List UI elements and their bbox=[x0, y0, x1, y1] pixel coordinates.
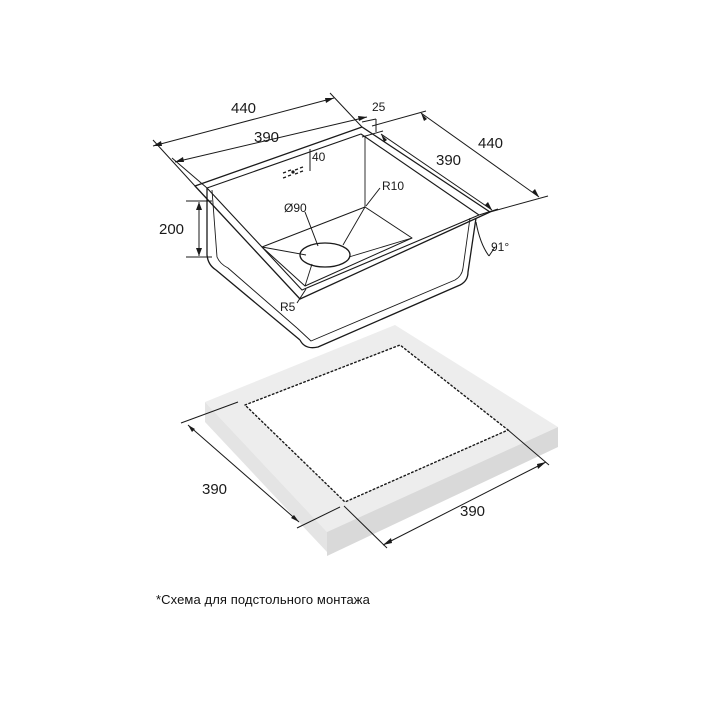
sink-inner-wall-left bbox=[211, 189, 298, 329]
label-rim: 25 bbox=[372, 100, 386, 114]
sink-basin-bottom bbox=[261, 206, 413, 287]
label-overflow: 40 bbox=[312, 150, 326, 164]
dimension-labels: 440 390 25 440 390 200 40 R10 Ø90 R5 91°… bbox=[159, 100, 509, 520]
label-inner-depth: 390 bbox=[436, 152, 461, 169]
countertop bbox=[205, 325, 558, 556]
label-outer-depth: 440 bbox=[478, 135, 503, 152]
basin-groove-3 bbox=[348, 237, 413, 258]
dimension-ticks bbox=[153, 98, 546, 545]
label-corner-radius-bottom: R5 bbox=[280, 300, 296, 314]
sink-body bbox=[194, 126, 491, 349]
basin-groove-1 bbox=[261, 246, 307, 256]
label-angle: 91° bbox=[491, 240, 509, 254]
dimension-lines bbox=[152, 92, 550, 549]
label-inner-width: 390 bbox=[254, 129, 279, 146]
label-cutout-right: 390 bbox=[460, 503, 485, 520]
countertop-front-side bbox=[327, 427, 558, 556]
label-drain: Ø90 bbox=[284, 201, 307, 215]
label-height: 200 bbox=[159, 221, 184, 238]
label-cutout-left: 390 bbox=[202, 481, 227, 498]
sink-wall-left bbox=[206, 188, 301, 341]
drain-hole bbox=[299, 242, 351, 268]
overflow-slots bbox=[282, 166, 304, 179]
mounting-caption: *Схема для подстольного монтажа bbox=[156, 592, 370, 607]
sink-wall-front bbox=[299, 217, 477, 349]
basin-groove-2 bbox=[342, 206, 366, 246]
label-corner-radius-inner: R10 bbox=[382, 179, 404, 193]
label-outer-width: 440 bbox=[231, 100, 256, 117]
basin-groove-4 bbox=[304, 263, 313, 287]
countertop-left-side bbox=[205, 402, 327, 552]
sink-inner-wall-front bbox=[296, 217, 471, 342]
